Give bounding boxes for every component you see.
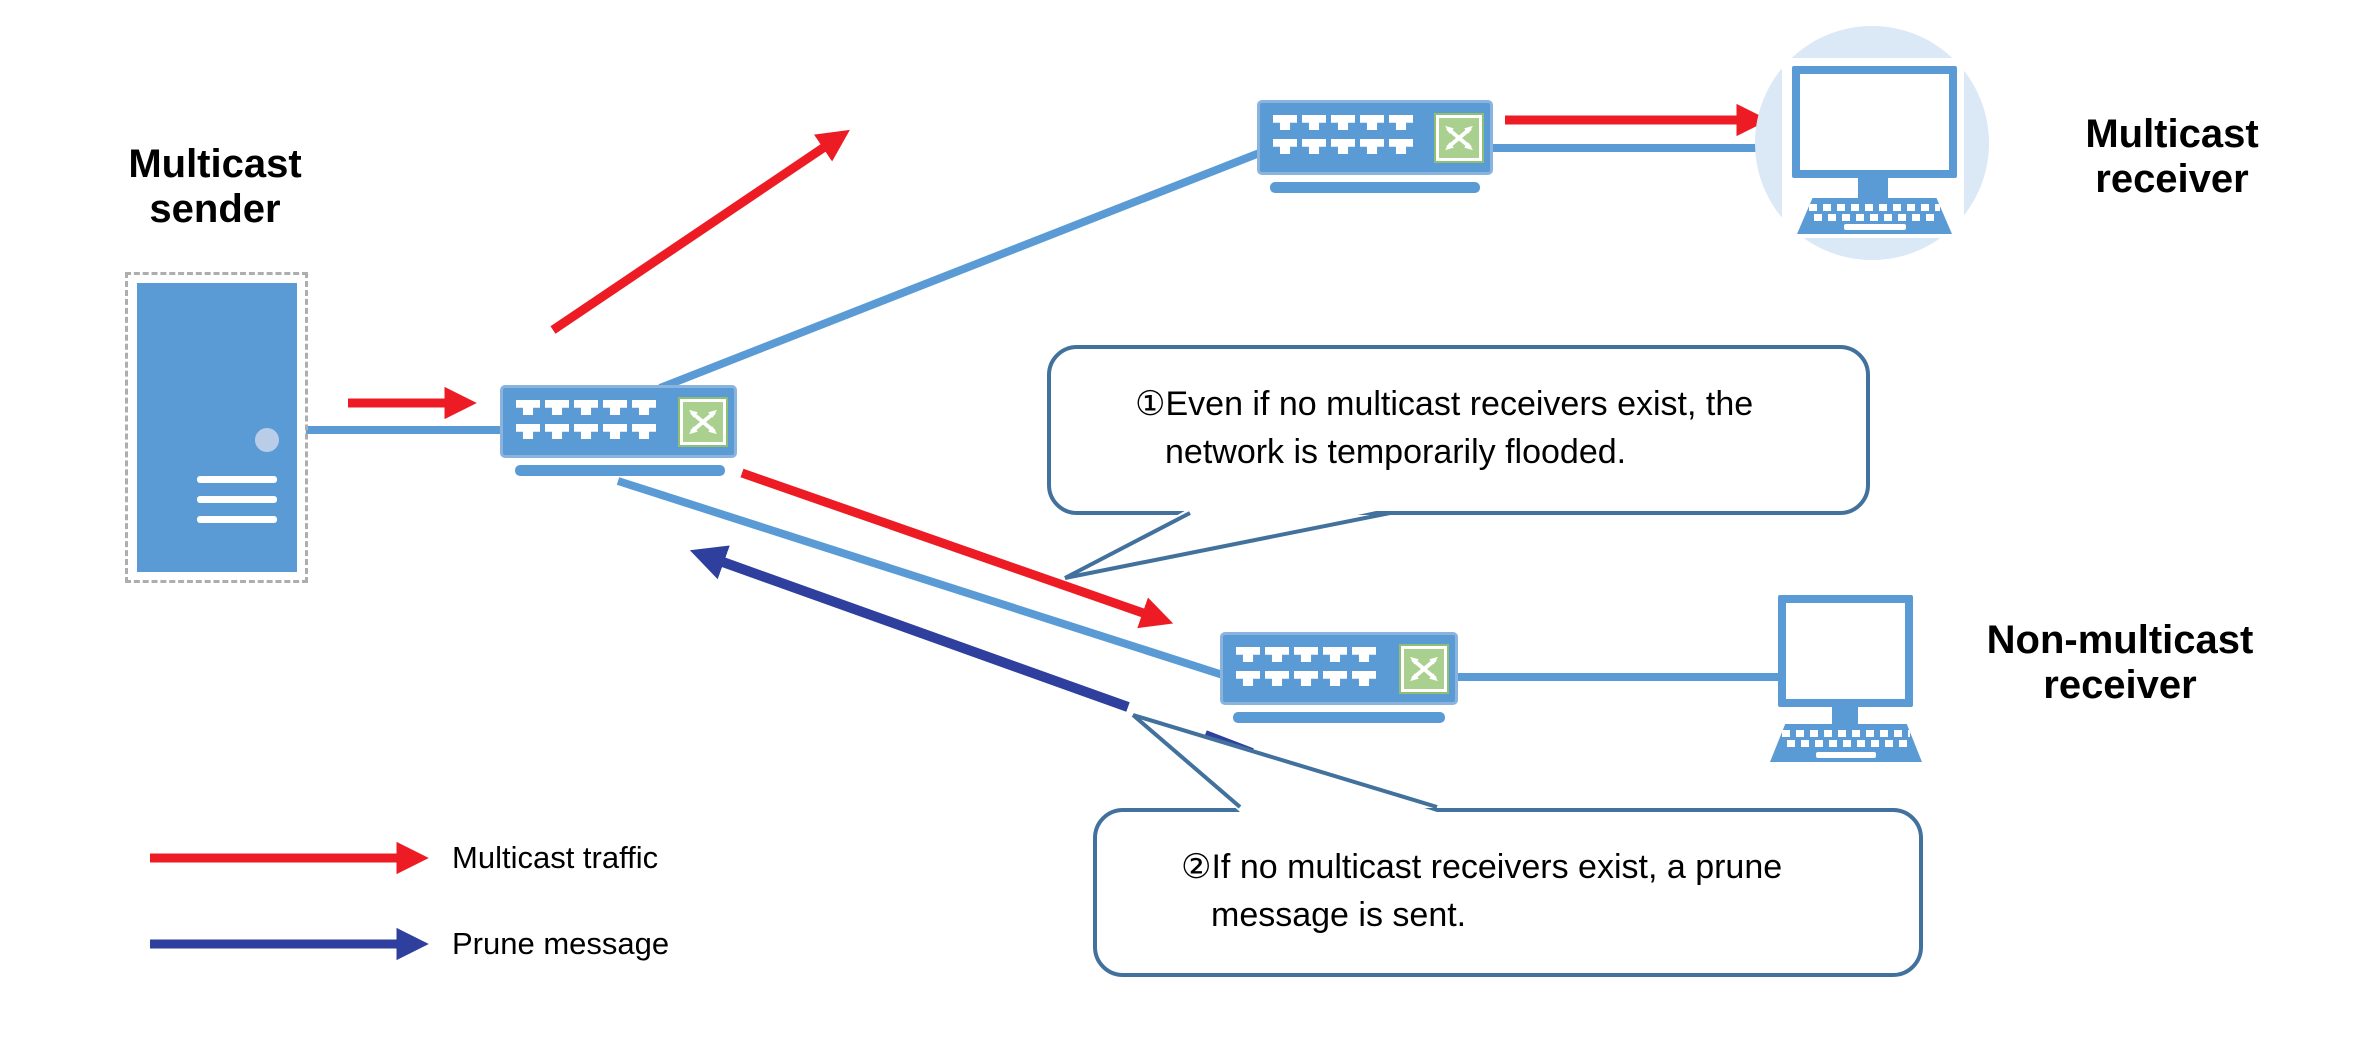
callout-prune-tail-edge [1131,713,1242,809]
port-icon [1323,647,1347,662]
monitor-stand [1832,707,1858,724]
port-icon [1302,115,1326,130]
non-multicast-receiver-label: Non-multicast receiver [1986,618,2254,707]
crossed-arrows-icon [1434,112,1484,163]
port-icon [1389,115,1413,130]
center-switch-icon [500,385,737,458]
port-icon [603,400,627,415]
callout-flooding-line1: ①Even if no multicast receivers exist, t… [1135,385,1754,423]
callout-prune-line1: ②If no multicast receivers exist, a prun… [1181,848,1783,886]
top-switch-icon [1257,100,1493,175]
callout-prune: ②If no multicast receivers exist, a prun… [1093,808,1923,977]
callout-prune-tail [1133,715,1437,812]
multicast-receiver-label: Multicast receiver [2085,112,2259,201]
multicast-arrow-up-to-top-switch [550,129,850,334]
port-icon [1294,671,1318,686]
keyboard-icon [1797,198,1952,234]
port-icon [545,400,569,415]
callout-prune-tail-edge [1132,713,1438,809]
callout-flooding: ①Even if no multicast receivers exist, t… [1047,345,1870,515]
crossed-arrows-icon [1399,643,1449,694]
port-icon [1294,647,1318,662]
bottom-switch-icon [1220,632,1458,705]
port-icon [1352,671,1376,686]
port-icon [1389,139,1413,154]
port-icon [516,424,540,439]
port-icon [1360,139,1384,154]
callout-prune-line2: message is sent. [1211,895,1467,934]
port-icon [545,424,569,439]
callout-flooding-tail-edge [1064,511,1391,580]
switch-ports [1236,647,1376,686]
port-icon [1236,671,1260,686]
prune-arrow-to-center-switch [689,545,1130,712]
server-vent-line [197,476,277,483]
port-icon [1236,647,1260,662]
server-tower-icon [137,283,297,572]
switch-ports [1273,115,1413,154]
port-icon [632,424,656,439]
prune-arrow-tail-segment [1203,730,1254,758]
callout-flooding-line2: network is temporarily flooded. [1165,432,1627,471]
port-icon [1352,647,1376,662]
callout-flooding-tail-edge [1064,511,1191,580]
port-icon [1265,671,1289,686]
switch-base [1270,182,1480,193]
keyboard-keys [1782,724,1910,762]
port-icon [632,400,656,415]
port-icon [1265,647,1289,662]
legend-prune-message-label: Prune message [452,926,670,961]
port-icon [574,400,598,415]
desktop-computer-icon [1792,66,1957,178]
server-vent-line [197,516,277,523]
keyboard-icon [1770,724,1922,762]
port-icon [1273,139,1297,154]
port-icon [1331,115,1355,130]
switch-base [515,465,725,476]
crossed-arrows-icon [678,396,728,447]
keyboard-keys [1809,198,1940,234]
server-power-button-icon [255,428,279,452]
switch-base [1233,712,1445,723]
monitor-stand [1858,178,1888,198]
port-icon [1360,115,1384,130]
port-icon [516,400,540,415]
switch-ports [516,400,656,439]
port-icon [1331,139,1355,154]
port-icon [1323,671,1347,686]
port-icon [574,424,598,439]
port-icon [1302,139,1326,154]
desktop-computer-icon [1778,595,1913,707]
port-icon [1273,115,1297,130]
callout-flooding-tail [1065,508,1390,578]
legend-multicast-traffic-label: Multicast traffic [452,840,659,875]
multicast-sender-label: Multicast sender [128,142,302,231]
port-icon [603,424,627,439]
server-vent-line [197,496,277,503]
